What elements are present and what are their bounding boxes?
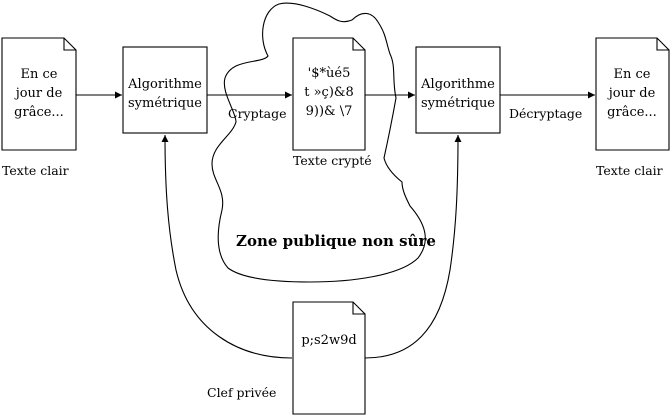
label-public-zone: Zone publique non sûre	[236, 232, 436, 250]
label-plaintext-right: Texte clair	[596, 163, 663, 178]
plaintext-left-line-1: En ce	[21, 67, 58, 82]
plaintext-document-right: En ce jour de grâce...	[595, 37, 670, 151]
cipher-line-3: 9))& \7	[306, 104, 353, 119]
plaintext-left-line-3: grâce...	[14, 105, 64, 120]
arrow-key-to-algo-left	[161, 134, 293, 359]
arrow-key-to-algo-right	[364, 134, 462, 359]
label-decryptage: Décryptage	[509, 106, 582, 121]
public-zone-outline	[211, 2, 426, 283]
cipher-line-2: t »ç)&8	[304, 85, 354, 100]
plaintext-right-line-2: jour de	[607, 86, 656, 101]
algo-right-line-1: Algorithme	[420, 77, 495, 92]
label-plaintext-left: Texte clair	[2, 163, 69, 178]
plaintext-right-line-3: grâce...	[607, 105, 657, 120]
algo-right-line-2: symétrique	[421, 96, 495, 111]
plaintext-right-line-1: En ce	[614, 67, 651, 82]
algorithm-box-left: Algorithme symétrique	[122, 46, 208, 134]
algo-left-line-1: Algorithme	[127, 77, 202, 92]
key-document: p;s2w9d	[292, 301, 366, 415]
label-key: Clef privée	[207, 385, 276, 400]
label-ciphertext: Texte crypté	[293, 153, 372, 168]
cipher-line-1: '$*ùé5	[308, 66, 351, 81]
plaintext-left-line-2: jour de	[14, 86, 63, 101]
algorithm-box-right: Algorithme symétrique	[415, 46, 501, 134]
plaintext-document-left: En ce jour de grâce...	[1, 37, 77, 151]
algo-left-line-2: symétrique	[128, 96, 202, 111]
ciphertext-document: '$*ùé5 t »ç)&8 9))& \7	[292, 37, 366, 151]
label-cryptage: Cryptage	[228, 106, 286, 121]
key-line-1: p;s2w9d	[301, 333, 356, 348]
